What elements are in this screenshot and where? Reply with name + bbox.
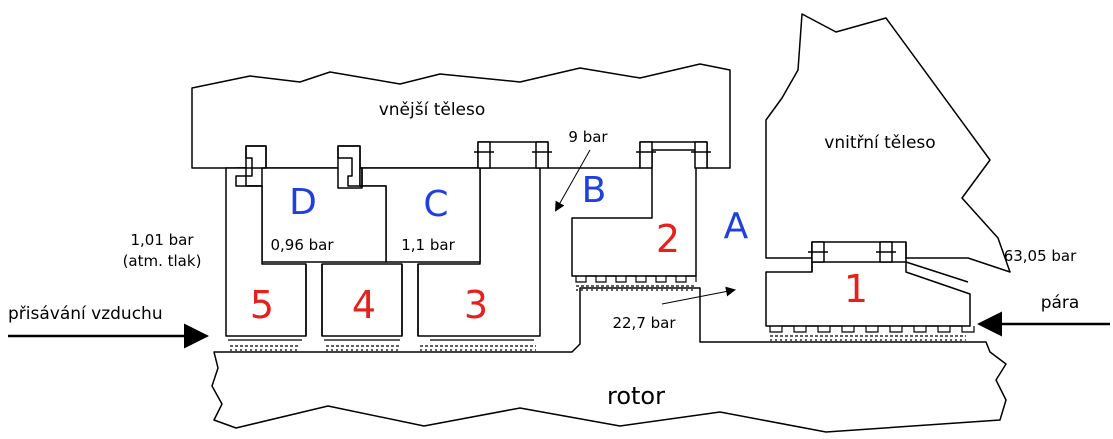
pressure-b-label: 9 bar [568, 128, 608, 146]
pressure-atm-label: 1,01 bar [130, 231, 194, 249]
inner-casing-label: vnitřní těleso [824, 133, 935, 153]
steam-label: pára [1041, 293, 1080, 313]
chamber-c-label: C [423, 184, 448, 225]
outer-casing-label: vnější těleso [379, 100, 486, 120]
pressure-a-arrow [661, 286, 736, 305]
stage-1-label: 1 [844, 267, 868, 311]
chamber-d-label: D [289, 182, 317, 223]
inner-casing-shape [765, 13, 1011, 273]
pressure-d-label: 0,96 bar [270, 236, 334, 254]
chamber-a-label: A [724, 206, 749, 247]
rotor-label: rotor [607, 382, 665, 410]
pressure-atm-note: (atm. tlak) [123, 252, 202, 270]
pressure-a-label: 22,7 bar [612, 314, 676, 332]
bolt-flanges [474, 141, 896, 263]
pressure-b-arrow [555, 149, 591, 212]
pressure-inlet-label: 63,05 bar [1004, 247, 1077, 265]
stage-4-label: 4 [352, 283, 376, 327]
air-intake-label: přisávání vzduchu [8, 304, 163, 324]
stage-2-label: 2 [656, 217, 680, 261]
pressure-c-label: 1,1 bar [401, 236, 455, 254]
labyrinth-teeth [228, 275, 975, 351]
stage-5-label: 5 [250, 283, 274, 327]
rotor-shape [211, 287, 1007, 433]
stage-3-label: 3 [464, 283, 488, 327]
chamber-b-label: B [582, 170, 607, 211]
